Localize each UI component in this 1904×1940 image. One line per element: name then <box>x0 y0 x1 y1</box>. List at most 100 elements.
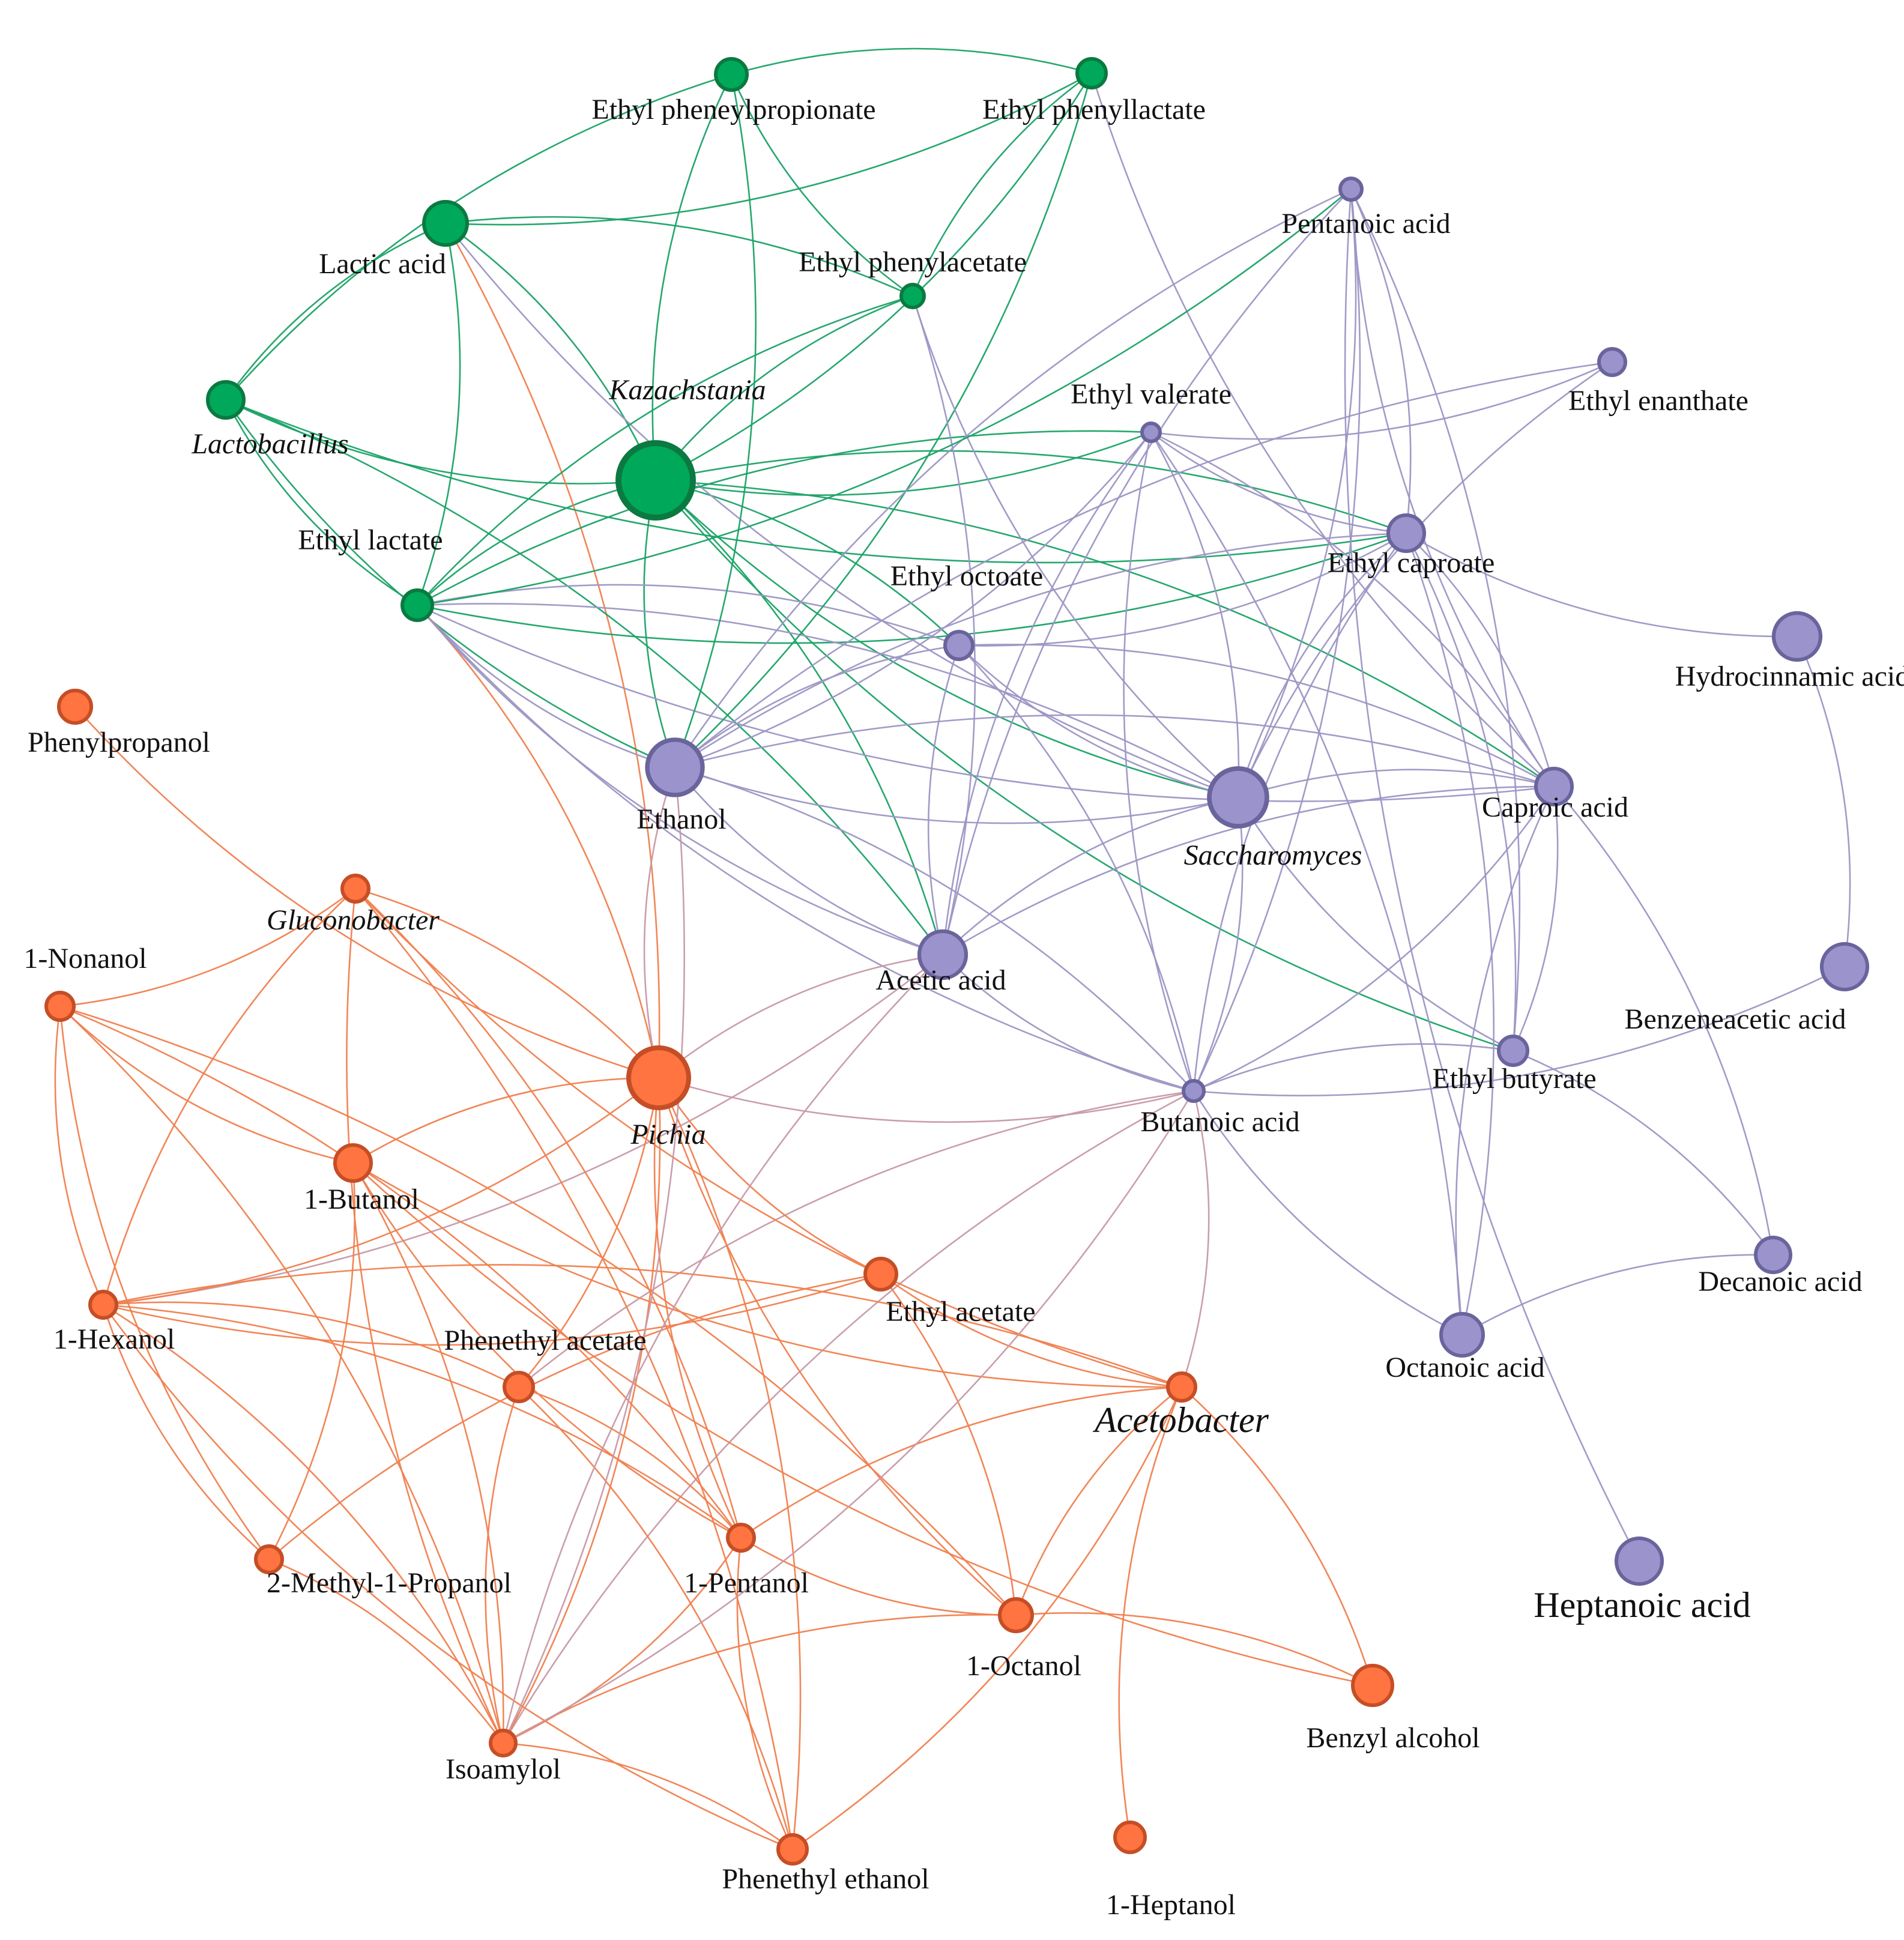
edge-eppropionate-ethanol <box>674 74 757 768</box>
label-ebutyrate: Ethyl butyrate <box>1432 1063 1596 1095</box>
edge-pentanol-isoamylol <box>503 1537 742 1744</box>
label-enanthate: Ethyl enanthate <box>1568 385 1748 417</box>
edge-ebutyrate-butanoic <box>1193 1043 1514 1092</box>
node-ephlactate <box>1075 57 1108 89</box>
edge-hexanol-ethyl_acetate <box>103 1273 881 1346</box>
edge-lactic-ephlactate <box>445 72 1092 226</box>
network-edges <box>54 47 1851 1851</box>
node-decanoic <box>1754 1236 1792 1274</box>
edge-butanoic-isoamylol <box>502 1090 1194 1744</box>
edge-nonanol-hexanol <box>54 1006 104 1305</box>
node-octanoic <box>1439 1312 1485 1358</box>
edge-nonanol-butanol <box>59 1006 354 1164</box>
edge-butanoic-octanoic <box>1192 1090 1463 1336</box>
edge-octoate-acetic <box>927 645 960 955</box>
edge-kazachstania-eppropionate <box>651 74 733 481</box>
edge-phenethyl_acetate-pentanol <box>518 1386 742 1538</box>
edge-ephacetate-acetic <box>911 295 976 955</box>
edge-eppropionate-ephacetate <box>730 74 913 297</box>
edge-phenethyl_acetate-isoamylol <box>485 1386 520 1744</box>
label-hydrocinnamic: Hydrocinnamic acid <box>1675 660 1904 692</box>
node-eppropionate <box>714 57 749 92</box>
edge-acetobacter-benzyl <box>1181 1386 1374 1686</box>
label-octoate: Ethyl octoate <box>890 560 1044 592</box>
edge-pentanol-phenethyl_ethanol <box>736 1537 794 1850</box>
node-nonanol <box>44 991 76 1022</box>
edge-ephlactate-ethanol <box>674 73 1093 768</box>
edge-benzeneacetic-butanoic <box>1193 965 1845 1096</box>
edge-butanol-acetobacter <box>352 1162 1182 1388</box>
label-hexanol: 1-Hexanol <box>53 1323 175 1355</box>
edge-kazachstania-caproate <box>655 450 1407 534</box>
label-phenethyl_acetate: Phenethyl acetate <box>444 1325 646 1356</box>
edge-octanol-isoamylol <box>503 1614 1017 1744</box>
edge-caproate-octanoic <box>1405 533 1495 1335</box>
edge-hexanol-isoamylol <box>103 1304 504 1744</box>
label-ephlactate: Ethyl phenyllactate <box>982 94 1206 125</box>
edge-acetobacter-pentanol <box>740 1386 1182 1539</box>
edge-isoamylol-phenethyl_ethanol <box>503 1742 793 1851</box>
edge-ethanol-caproic <box>674 714 1555 788</box>
edge-octoate-butanoic <box>958 645 1195 1092</box>
node-hydrocinnamic <box>1771 611 1823 662</box>
node-phenethyl_acetate <box>503 1371 535 1403</box>
edge-phenylpropanol-pichia <box>74 706 659 1079</box>
edge-caproic-ebutyrate <box>1512 786 1559 1051</box>
edge-pentanoic-heptanoic <box>1344 189 1640 1562</box>
label-benzeneacetic: Benzeneacetic acid <box>1624 1003 1846 1035</box>
label-saccharomyces: Saccharomyces <box>1184 839 1362 871</box>
edge-ethyl_lactate-saccharomyces <box>417 603 1239 799</box>
edge-pentanoic-butanoic <box>1192 189 1361 1092</box>
node-heptanoic <box>1614 1536 1664 1586</box>
label-heptanol: 1-Heptanol <box>1106 1889 1236 1921</box>
edge-ebutyrate-decanoic <box>1513 1050 1774 1256</box>
node-lactobacillus <box>206 380 246 420</box>
edge-caproate-caproic <box>1406 533 1555 787</box>
edge-ethanol-acetic <box>674 767 943 956</box>
edge-acetic-pichia <box>658 953 943 1079</box>
edge-kazachstania-ephacetate <box>654 295 913 481</box>
edge-caproate-hydrocinnamic <box>1406 532 1798 638</box>
edge-pichia-ethyl_acetate <box>657 1077 881 1275</box>
edge-gluconobacter-phenethyl_ethanol <box>355 888 794 1850</box>
edge-ethyl_lactate-acetic <box>417 605 943 956</box>
edge-ethyl_lactate-octoate <box>417 584 960 647</box>
edge-phenethyl_acetate-phenethyl_ethanol <box>518 1386 794 1850</box>
edge-butanol-methylpropanol <box>268 1162 355 1560</box>
label-gluconobacter: Gluconobacter <box>267 904 440 936</box>
edge-acetic-butanoic <box>942 954 1194 1092</box>
label-ephacetate: Ethyl phenylacetate <box>799 246 1027 278</box>
label-acetic: Acetic acid <box>875 964 1006 996</box>
edge-valerate-octanoic <box>1150 432 1463 1335</box>
node-ephacetate <box>899 283 926 309</box>
label-phenethyl_ethanol: Phenethyl ethanol <box>722 1863 929 1895</box>
edge-kazachstania-octoate <box>655 479 960 646</box>
edge-gluconobacter-pentanol <box>355 888 742 1538</box>
label-pichia: Pichia <box>630 1119 706 1150</box>
node-heptanol <box>1113 1821 1147 1854</box>
edge-enanthate-ethanol <box>674 361 1613 769</box>
node-acetobacter <box>1166 1371 1197 1403</box>
edge-pichia-butanol <box>352 1077 659 1164</box>
edge-hydrocinnamic-benzeneacetic <box>1796 636 1851 967</box>
node-methylpropanol <box>254 1544 284 1574</box>
node-hexanol <box>88 1290 118 1320</box>
edge-kazachstania-ephlactate <box>655 73 1093 482</box>
label-octanol: 1-Octanol <box>966 1650 1081 1682</box>
edge-gluconobacter-nonanol <box>59 887 356 1008</box>
label-octanoic: Octanoic acid <box>1385 1352 1544 1383</box>
label-nonanol: 1-Nonanol <box>23 943 147 975</box>
edge-pentanoic-ethanol <box>674 188 1352 768</box>
label-butanol: 1-Butanol <box>304 1183 419 1215</box>
edge-ethyl_acetate-octanol <box>880 1274 1017 1616</box>
edge-ethyl_lactate-butanoic <box>417 605 1194 1092</box>
edge-ethanol-pichia <box>643 767 676 1078</box>
label-lactobacillus: Lactobacillus <box>191 428 348 460</box>
label-ethanol: Ethanol <box>636 803 726 835</box>
edge-enanthate-valerate <box>1150 361 1613 440</box>
edge-kazachstania-lactic <box>445 222 657 481</box>
edge-isoamylol-butanoic <box>503 1090 1195 1744</box>
edge-ethyl_lactate-ephacetate <box>417 295 913 606</box>
edge-kazachstania-ethanol <box>643 480 676 768</box>
